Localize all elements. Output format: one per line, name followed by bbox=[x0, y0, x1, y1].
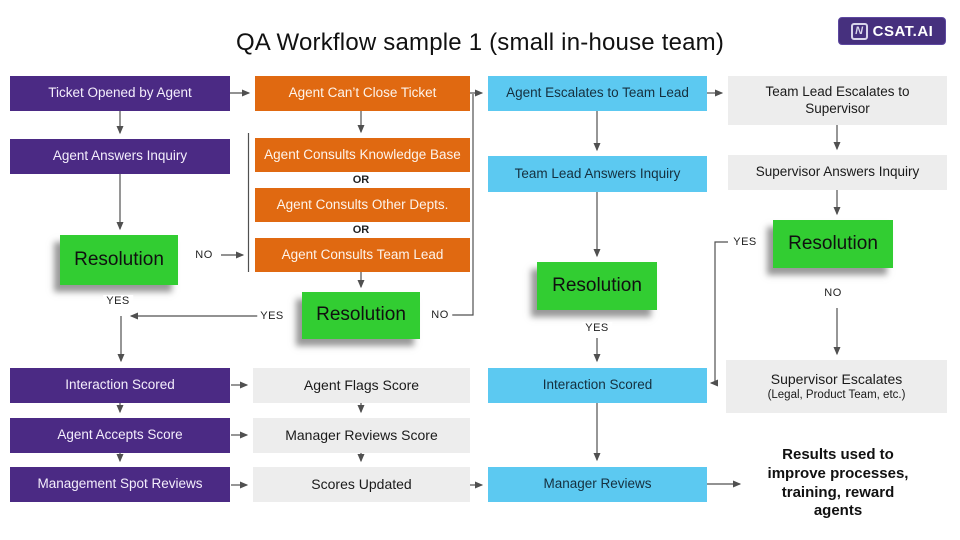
node-label: Manager Reviews bbox=[543, 476, 652, 492]
node-label: Interaction Scored bbox=[65, 377, 175, 393]
results-text: Results used to improve processes, train… bbox=[742, 446, 934, 521]
node-manager-reviews-score: Manager Reviews Score bbox=[253, 418, 470, 453]
node-resolution-consult: Resolution bbox=[302, 292, 420, 339]
node-label: Agent Consults Other Depts. bbox=[276, 196, 449, 212]
node-consult-other-depts: Agent Consults Other Depts. bbox=[255, 188, 470, 222]
label-no-agent: NO bbox=[192, 249, 216, 261]
node-agent-accepts-score: Agent Accepts Score bbox=[10, 418, 230, 453]
label-yes-lead: YES bbox=[582, 322, 612, 334]
node-agent-answers: Agent Answers Inquiry bbox=[10, 139, 230, 174]
node-label: Ticket Opened by Agent bbox=[48, 85, 192, 101]
node-escalates-to-team-lead: Agent Escalates to Team Lead bbox=[488, 76, 707, 111]
node-supervisor-escalates: Supervisor Escalates (Legal, Product Tea… bbox=[726, 360, 947, 413]
node-sublabel: (Legal, Product Team, etc.) bbox=[767, 389, 906, 402]
node-team-lead-answers: Team Lead Answers Inquiry bbox=[488, 156, 707, 192]
node-consult-knowledge-base: Agent Consults Knowledge Base bbox=[255, 138, 470, 172]
node-label: Resolution bbox=[74, 248, 164, 270]
label-no-consult: NO bbox=[428, 309, 452, 321]
node-label: Interaction Scored bbox=[542, 377, 653, 393]
label-yes-consult: YES bbox=[257, 310, 287, 322]
results-line: agents bbox=[813, 502, 863, 520]
node-label: Manager Reviews Score bbox=[285, 427, 438, 444]
node-label: Agent Flags Score bbox=[303, 377, 420, 394]
node-label: Resolution bbox=[552, 274, 642, 296]
node-ticket-opened: Ticket Opened by Agent bbox=[10, 76, 230, 111]
node-label: Supervisor Answers Inquiry bbox=[755, 164, 920, 180]
node-resolution-supervisor: Resolution bbox=[773, 220, 893, 268]
node-label: Agent Can’t Close Ticket bbox=[288, 85, 437, 101]
node-scores-updated: Scores Updated bbox=[253, 467, 470, 502]
page-title: QA Workflow sample 1 (small in-house tea… bbox=[235, 29, 725, 56]
edge-yes-right bbox=[709, 241, 728, 387]
label-yes-agent: YES bbox=[103, 295, 133, 307]
results-line: Results used to bbox=[782, 446, 894, 463]
node-supervisor-answers: Supervisor Answers Inquiry bbox=[728, 155, 947, 190]
csat-logo-icon: N bbox=[850, 22, 868, 40]
node-interaction-scored-lead: Interaction Scored bbox=[488, 368, 707, 403]
csat-ai-logo: N CSAT.AI bbox=[838, 17, 946, 45]
node-label: Management Spot Reviews bbox=[37, 476, 203, 492]
node-label: Agent Consults Knowledge Base bbox=[264, 146, 461, 162]
node-label: Supervisor Escalates bbox=[770, 370, 903, 387]
node-resolution-lead: Resolution bbox=[537, 262, 657, 310]
node-label: Agent Answers Inquiry bbox=[52, 148, 188, 164]
results-line: improve processes, bbox=[767, 464, 909, 482]
node-lead-escalates-supervisor: Team Lead Escalates to Supervisor bbox=[728, 76, 947, 125]
label-or-1: OR bbox=[349, 174, 373, 186]
node-label: Agent Escalates to Team Lead bbox=[506, 85, 689, 101]
node-management-spot-reviews: Management Spot Reviews bbox=[10, 467, 230, 502]
logo-text: CSAT.AI bbox=[872, 22, 934, 40]
label-or-2: OR bbox=[349, 224, 373, 236]
node-label: Scores Updated bbox=[311, 476, 412, 493]
node-resolution-agent: Resolution bbox=[60, 235, 178, 285]
node-label: Agent Consults Team Lead bbox=[281, 246, 444, 262]
node-label: Agent Accepts Score bbox=[57, 427, 183, 443]
node-label: Resolution bbox=[316, 304, 406, 326]
node-label: Team Lead Escalates to Supervisor bbox=[765, 84, 910, 116]
node-label: Team Lead Answers Inquiry bbox=[514, 165, 681, 181]
node-label: Resolution bbox=[788, 232, 878, 254]
label-no-supervisor: NO bbox=[821, 287, 845, 299]
node-manager-reviews: Manager Reviews bbox=[488, 467, 707, 502]
node-cant-close-ticket: Agent Can’t Close Ticket bbox=[255, 76, 470, 111]
edge-no-mid-up bbox=[452, 94, 474, 316]
results-line: training, reward bbox=[781, 483, 895, 501]
label-yes-supervisor: YES bbox=[730, 236, 760, 248]
node-interaction-scored-agent: Interaction Scored bbox=[10, 368, 230, 403]
node-consult-team-lead: Agent Consults Team Lead bbox=[255, 238, 470, 272]
node-agent-flags-score: Agent Flags Score bbox=[253, 368, 470, 403]
